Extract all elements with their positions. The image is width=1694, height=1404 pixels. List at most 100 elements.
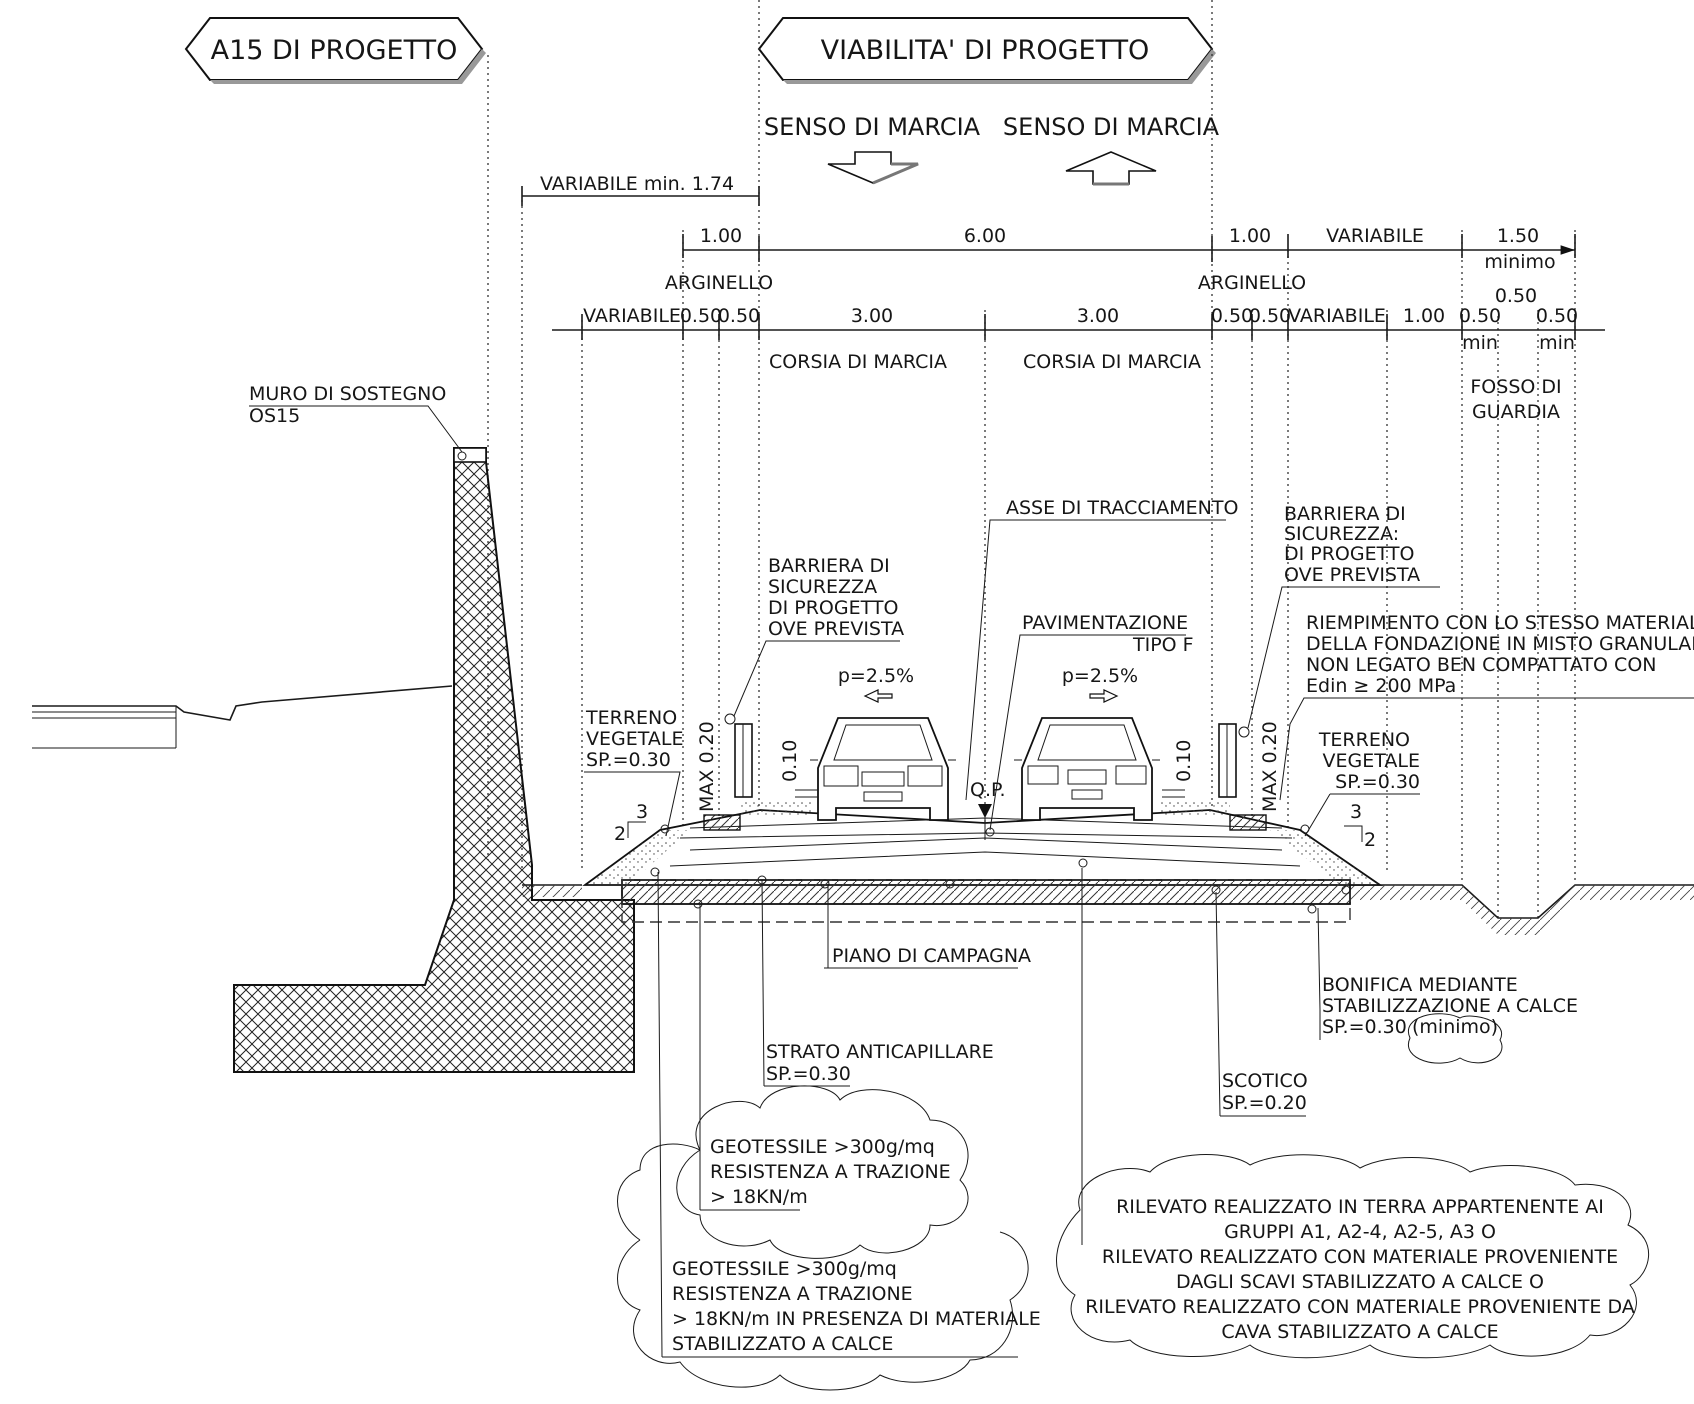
svg-text:CAVA STABILIZZATO A CALCE: CAVA STABILIZZATO A CALCE (1221, 1321, 1498, 1343)
muro-leader (249, 405, 463, 453)
riempimento-label: RIEMPIMENTO CON LO STESSO MATERIALE DELL… (1279, 612, 1694, 801)
dim-050-r2: 0.50 (1249, 305, 1291, 327)
svg-text:SP.=0.30: SP.=0.30 (766, 1063, 851, 1085)
geotessile-1-label: GEOTESSILE >300g/mq RESISTENZA A TRAZION… (676, 904, 969, 1259)
svg-text:> 18KN/m: > 18KN/m (710, 1186, 808, 1208)
svg-text:VEGETALE: VEGETALE (1323, 750, 1420, 772)
svg-text:VEGETALE: VEGETALE (586, 728, 683, 750)
ratio-right-2: 2 (1364, 829, 1376, 851)
dim-050-min1: 0.50 (1459, 305, 1501, 327)
dim-300-left: 3.00 (851, 305, 893, 327)
svg-text:DELLA FONDAZIONE IN MISTO GRAN: DELLA FONDAZIONE IN MISTO GRANULARE (1306, 633, 1694, 655)
geotessile-2-label: GEOTESSILE >300g/mq RESISTENZA A TRAZION… (617, 871, 1041, 1391)
svg-text:(minimo): (minimo) (1412, 1016, 1498, 1038)
d010-right: 0.10 (1173, 740, 1195, 782)
svg-text:RILEVATO REALIZZATO IN TERRA A: RILEVATO REALIZZATO IN TERRA APPARTENENT… (1116, 1196, 1604, 1218)
strato-label: STRATO ANTICAPILLARE SP.=0.30 (761, 879, 994, 1087)
fosso-label-2: GUARDIA (1472, 401, 1560, 423)
ground-line (522, 884, 1694, 935)
scotico-label: SCOTICO SP.=0.20 (1215, 891, 1308, 1117)
dim-min2: min (1539, 332, 1575, 354)
ratio-right-3: 3 (1350, 801, 1362, 823)
barriera-left-label: BARRIERA DI SICUREZZA DI PROGETTO OVE PR… (733, 555, 904, 717)
svg-text:> 18KN/m IN PRESENZA DI MATERI: > 18KN/m IN PRESENZA DI MATERIALE (672, 1308, 1041, 1330)
barrier-left (724, 713, 753, 798)
max020-left: MAX 0.20 (696, 721, 718, 812)
dim-050-top: 0.50 (1495, 285, 1537, 307)
arrow-up-icon (1065, 151, 1157, 186)
svg-text:DAGLI SCAVI STABILIZZATO A CAL: DAGLI SCAVI STABILIZZATO A CALCE O (1176, 1271, 1544, 1293)
a15-title: A15 DI PROGETTO (211, 35, 458, 66)
dim-minimo: minimo (1484, 251, 1555, 273)
dim-variabile-top-right: VARIABILE (1326, 225, 1424, 247)
dim-variabile-min: VARIABILE min. 1.74 (540, 173, 734, 195)
svg-text:SICUREZZA:: SICUREZZA: (1284, 523, 1399, 545)
dimension-lines (521, 186, 1605, 340)
svg-text:SP.=0.30: SP.=0.30 (586, 749, 671, 771)
svg-text:RILEVATO REALIZZATO CON MATERI: RILEVATO REALIZZATO CON MATERIALE PROVEN… (1102, 1246, 1618, 1268)
slope-left-label: p=2.5% (838, 665, 914, 687)
dim-050-min2: 0.50 (1536, 305, 1578, 327)
ratio-left-2: 2 (614, 823, 626, 845)
pavimentazione-label: PAVIMENTAZIONE TIPO F (989, 612, 1194, 831)
svg-text:Edin ≥ 200 MPa: Edin ≥ 200 MPa (1306, 675, 1456, 697)
svg-text:PIANO DI CAMPAGNA: PIANO DI CAMPAGNA (832, 945, 1031, 967)
terreno-left-label: TERRENO VEGETALE SP.=0.30 (584, 707, 683, 837)
qp-marker (978, 804, 992, 840)
dim-050-l2: 0.50 (718, 305, 760, 327)
svg-text:GEOTESSILE >300g/mq: GEOTESSILE >300g/mq (710, 1136, 935, 1158)
svg-text:TIPO F: TIPO F (1132, 634, 1194, 656)
svg-text:OVE PREVISTA: OVE PREVISTA (1284, 564, 1420, 586)
qp-label: Q.P. (970, 779, 1006, 801)
car-left-icon (810, 717, 956, 821)
dim-variabile-right: VARIABILE (1288, 305, 1386, 327)
svg-text:GRUPPI A1, A2-4, A2-5, A3 O: GRUPPI A1, A2-4, A2-5, A3 O (1224, 1221, 1496, 1243)
svg-text:SCOTICO: SCOTICO (1222, 1070, 1308, 1092)
svg-text:SP.=0.30: SP.=0.30 (1322, 1016, 1407, 1038)
d010-left: 0.10 (779, 740, 801, 782)
dim-050-r1: 0.50 (1211, 305, 1253, 327)
arrow-down-icon (827, 151, 919, 185)
slope-arrow-left-icon (863, 689, 893, 703)
corsia-right-label: CORSIA DI MARCIA (1023, 351, 1201, 373)
ratio-left-3: 3 (636, 801, 648, 823)
svg-text:RILEVATO REALIZZATO CON MATERI: RILEVATO REALIZZATO CON MATERIALE PROVEN… (1085, 1296, 1635, 1318)
asse-label: ASSE DI TRACCIAMENTO (1006, 497, 1238, 519)
asse-leader (965, 519, 1226, 801)
svg-text:TERRENO: TERRENO (1318, 729, 1410, 751)
svg-text:SP.=0.20: SP.=0.20 (1222, 1092, 1307, 1114)
muro-label-1: MURO DI SOSTEGNO (249, 383, 446, 405)
svg-text:DI PROGETTO: DI PROGETTO (1284, 543, 1414, 565)
slope-arrow-right-icon (1089, 689, 1119, 703)
svg-text:RESISTENZA A TRAZIONE: RESISTENZA A TRAZIONE (672, 1283, 913, 1305)
arginello-right: ARGINELLO (1198, 272, 1306, 294)
dim-100-right: 1.00 (1229, 225, 1271, 247)
viabilita-banner: VIABILITA' DI PROGETTO (757, 17, 1216, 84)
dim-variabile-left: VARIABILE (583, 305, 681, 327)
direction-left-label: SENSO DI MARCIA (764, 113, 981, 141)
a15-pavement (32, 685, 453, 749)
dim-min1: min (1462, 332, 1498, 354)
svg-text:SICUREZZA: SICUREZZA (768, 576, 877, 598)
bonifica-label: BONIFICA MEDIANTE STABILIZZAZIONE A CALC… (1317, 907, 1578, 1064)
svg-text:TERRENO: TERRENO (585, 707, 677, 729)
svg-text:DI PROGETTO: DI PROGETTO (768, 597, 898, 619)
a15-banner: A15 DI PROGETTO (184, 17, 486, 84)
dim-600: 6.00 (964, 225, 1006, 247)
dim-300-right: 3.00 (1077, 305, 1119, 327)
svg-text:RIEMPIMENTO CON LO STESSO MATE: RIEMPIMENTO CON LO STESSO MATERIALE (1306, 612, 1694, 634)
fosso-label-1: FOSSO DI (1470, 376, 1561, 398)
dim-150: 1.50 (1497, 225, 1539, 247)
svg-text:GEOTESSILE >300g/mq: GEOTESSILE >300g/mq (672, 1258, 897, 1280)
svg-text:BARRIERA DI: BARRIERA DI (768, 555, 890, 577)
retaining-wall (233, 447, 635, 1073)
viabilita-title: VIABILITA' DI PROGETTO (821, 35, 1150, 66)
barriera-right-label: BARRIERA DI SICUREZZA: DI PROGETTO OVE P… (1247, 503, 1440, 729)
svg-text:STRATO ANTICAPILLARE: STRATO ANTICAPILLARE (766, 1041, 994, 1063)
dim-100-left: 1.00 (700, 225, 742, 247)
rilevato-label: RILEVATO REALIZZATO IN TERRA APPARTENENT… (1056, 868, 1649, 1359)
slope-right-label: p=2.5% (1062, 665, 1138, 687)
svg-text:STABILIZZATO A CALCE: STABILIZZATO A CALCE (672, 1333, 893, 1355)
muro-label-2: OS15 (249, 405, 300, 427)
svg-text:BARRIERA DI: BARRIERA DI (1284, 503, 1406, 525)
